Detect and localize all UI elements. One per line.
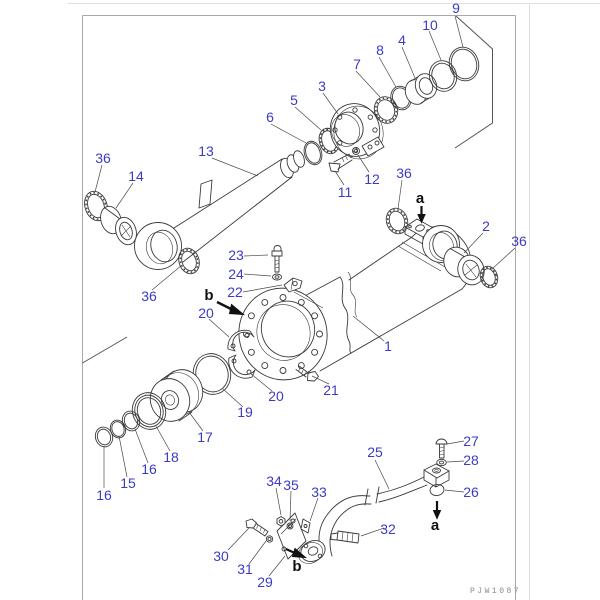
callout-18[interactable]: 18 — [163, 449, 179, 465]
part-29-flange-plate — [276, 512, 326, 564]
callout-11[interactable]: 11 — [338, 184, 353, 200]
part-18-piston-ring-set — [131, 392, 167, 430]
callout-36-3[interactable]: 36 — [511, 233, 527, 249]
section-break-left — [82, 336, 128, 364]
part-20-clamp-upper — [227, 329, 255, 352]
part-36-snap-ring-rod-eye — [178, 247, 200, 275]
callout-26[interactable]: 26 — [463, 484, 479, 500]
part-6-oring — [303, 140, 323, 166]
part-11-bolt — [328, 153, 354, 173]
callout-29[interactable]: 29 — [257, 574, 273, 590]
part-21-bolt — [295, 365, 319, 382]
callout-20-1[interactable]: 20 — [198, 305, 214, 321]
part-4-collar — [404, 73, 438, 105]
rod-keeper-tab — [198, 179, 213, 209]
part-24-washer — [272, 273, 282, 281]
part-35-washer — [286, 522, 294, 530]
callouts: 9 10 4 8 7 3 5 6 13 36 14 11 12 36 2 36 … — [95, 0, 527, 590]
part-25-tube — [318, 463, 450, 558]
callout-16-2[interactable]: 16 — [96, 487, 112, 503]
marker-b-label: b — [204, 287, 213, 304]
callout-9[interactable]: 9 — [452, 0, 460, 16]
callout-4[interactable]: 4 — [398, 32, 406, 48]
marker-b-label: b — [292, 558, 301, 575]
callout-5[interactable]: 5 — [290, 92, 298, 108]
callout-10[interactable]: 10 — [422, 17, 438, 33]
part-34-nut — [276, 516, 286, 527]
marker-a-label: a — [416, 190, 425, 207]
callout-36-2[interactable]: 36 — [396, 165, 412, 181]
callout-13[interactable]: 13 — [198, 143, 214, 159]
part-3-cylinder-head-gland — [329, 103, 385, 160]
view-marker-a-bottom: a — [431, 501, 442, 534]
marker-a-label: a — [431, 517, 440, 534]
callout-23[interactable]: 23 — [228, 247, 244, 263]
callout-30[interactable]: 30 — [213, 548, 229, 564]
callout-8[interactable]: 8 — [376, 42, 384, 58]
tube-end-block — [423, 463, 450, 488]
callout-6[interactable]: 6 — [266, 109, 274, 125]
callout-14[interactable]: 14 — [128, 168, 144, 184]
callout-32[interactable]: 32 — [380, 521, 396, 537]
callout-25[interactable]: 25 — [367, 444, 383, 460]
callout-22[interactable]: 22 — [227, 284, 243, 300]
part-33-clip — [300, 518, 311, 534]
part-31-washer — [265, 535, 274, 543]
callout-24[interactable]: 24 — [228, 266, 244, 282]
section-break-top-right — [454, 15, 493, 149]
rod-eye — [134, 222, 182, 270]
part-26-oring — [429, 483, 445, 497]
part-14-bushing — [100, 205, 137, 246]
part-27-bolt — [435, 438, 448, 459]
part-9-oring — [448, 46, 480, 82]
callout-27[interactable]: 27 — [463, 433, 479, 449]
part-16-ring-lower — [94, 426, 114, 448]
callout-31[interactable]: 31 — [237, 561, 253, 577]
callout-2[interactable]: 2 — [482, 218, 490, 234]
callout-34[interactable]: 34 — [266, 473, 282, 489]
callout-35[interactable]: 35 — [283, 477, 299, 493]
figure-frame — [68, 3, 600, 600]
part-12-washer — [352, 147, 360, 155]
part-22-clip — [283, 277, 324, 309]
part-36-snap-ring-head-left — [385, 207, 409, 235]
part-30-bolt — [245, 518, 269, 537]
callout-20-2[interactable]: 20 — [268, 388, 284, 404]
part-13-piston-rod — [134, 150, 305, 270]
part-23-bolt — [271, 245, 283, 273]
part-20-clamp-lower — [228, 354, 256, 379]
part-32-fitting — [330, 530, 360, 544]
callout-17[interactable]: 17 — [197, 429, 213, 445]
callout-21[interactable]: 21 — [323, 382, 339, 398]
tube-rod-end-flange — [238, 287, 328, 381]
callout-15[interactable]: 15 — [120, 475, 136, 491]
part-16-ring-upper — [121, 410, 141, 432]
callout-12[interactable]: 12 — [364, 171, 380, 187]
part-28-washer — [436, 458, 447, 467]
view-marker-b-top: b — [204, 287, 246, 316]
callout-36-4[interactable]: 36 — [141, 288, 157, 304]
part-15-oring — [109, 419, 127, 439]
view-marker-b-bottom: b — [285, 547, 307, 575]
part-10-ring — [428, 60, 458, 92]
leader-lines — [94, 15, 516, 577]
callout-3[interactable]: 3 — [318, 78, 326, 94]
part-17-piston — [149, 369, 204, 422]
callout-1[interactable]: 1 — [384, 338, 392, 354]
flange-bolt-holes — [243, 294, 323, 374]
part-36-snap-ring-head-right — [479, 265, 499, 289]
part-2-bushing — [443, 246, 485, 286]
view-marker-a-top: a — [416, 190, 426, 224]
callout-7[interactable]: 7 — [353, 56, 361, 72]
callout-19[interactable]: 19 — [237, 404, 253, 420]
callout-33[interactable]: 33 — [311, 484, 327, 500]
callout-28[interactable]: 28 — [463, 452, 479, 468]
callout-16-1[interactable]: 16 — [141, 461, 157, 477]
watermark: PJW1087 — [470, 587, 521, 596]
callout-36-1[interactable]: 36 — [95, 150, 111, 166]
